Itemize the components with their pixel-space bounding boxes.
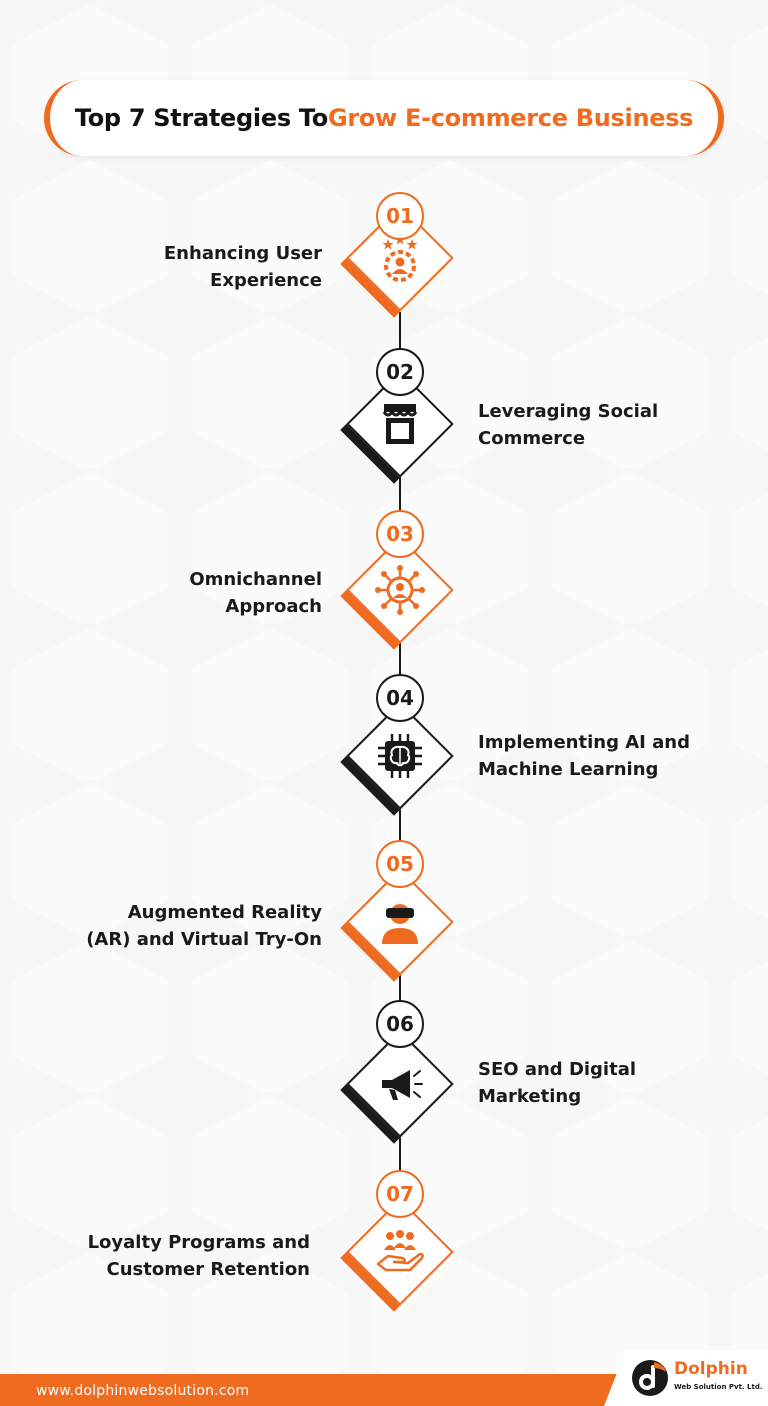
step-diamond-03 — [340, 530, 460, 650]
title-part-1: Top 7 Strategies To — [74, 104, 328, 132]
step-diamond-06 — [340, 1024, 460, 1144]
storefront-icon — [382, 404, 418, 444]
step-number-07: 07 — [376, 1170, 424, 1218]
step-label-05: Augmented Reality (AR) and Virtual Try-O… — [86, 902, 322, 950]
logo-name: Dolphin — [674, 1359, 748, 1379]
step-number-03: 03 — [376, 510, 424, 558]
brain-chip-icon — [378, 734, 422, 778]
step-label-04: Implementing AI and Machine Learning — [478, 732, 690, 780]
step-number-02: 02 — [376, 348, 424, 396]
step-number-05: 05 — [376, 840, 424, 888]
footer-website-link[interactable]: www.dolphinwebsolution.com — [36, 1383, 250, 1399]
company-logo: Dolphin Web Solution Pvt. Ltd. — [604, 1350, 768, 1406]
vr-headset-user-icon — [382, 904, 418, 944]
megaphone-icon — [382, 1070, 423, 1100]
step-label-02: Leveraging Social Commerce — [478, 401, 659, 449]
step-diamond-07 — [340, 1192, 460, 1312]
step-label-01: Enhancing User Experience — [163, 243, 322, 291]
step-number-01: 01 — [376, 192, 424, 240]
step-label-03: Omnichannel Approach — [189, 569, 322, 617]
step-number-06: 06 — [376, 1000, 424, 1048]
step-diamond-02 — [340, 364, 460, 484]
step-number-04: 04 — [376, 674, 424, 722]
step-diamond-05 — [340, 862, 460, 982]
network-user-icon — [375, 565, 425, 615]
title-banner: Top 7 Strategies To Grow E-commerce Busi… — [44, 80, 724, 156]
logo-subtitle: Web Solution Pvt. Ltd. — [674, 1383, 763, 1391]
step-label-06: SEO and Digital Marketing — [478, 1059, 637, 1107]
step-diamond-04 — [340, 696, 460, 816]
dolphin-logo-icon — [632, 1360, 668, 1396]
step-label-07: Loyalty Programs and Customer Retention — [87, 1232, 310, 1280]
hand-group-icon — [376, 1230, 424, 1272]
title-part-2: Grow E-commerce Business — [327, 104, 694, 132]
